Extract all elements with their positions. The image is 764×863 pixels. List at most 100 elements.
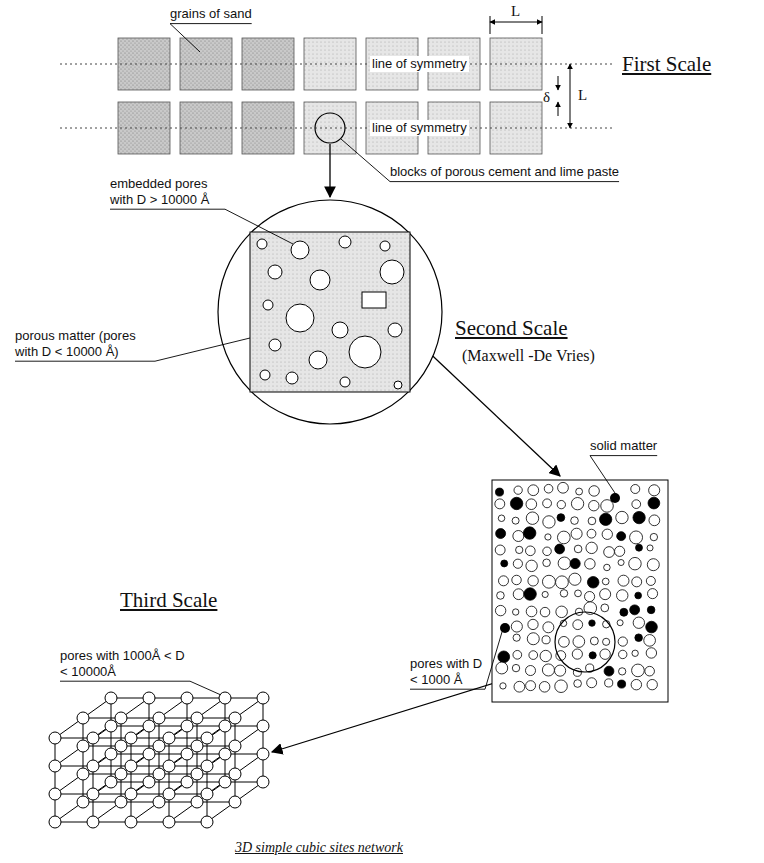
small-pore [512,517,519,524]
small-pore [629,557,641,569]
small-pore [500,683,506,689]
network-site [125,816,137,828]
solid-grain [570,558,580,568]
solid-grain [633,511,645,523]
network-site [105,720,117,732]
small-pore [525,666,535,676]
small-pore [495,545,505,555]
network-site [201,816,213,828]
network-site [125,788,137,800]
small-pore [555,665,566,676]
small-pore [545,534,551,540]
small-pore [496,662,508,674]
embedded-pore [310,270,330,290]
embedded-pore [257,239,267,249]
small-pore [543,499,552,508]
small-pore [573,620,583,630]
embedded-pore [260,370,270,380]
symmetry-line [60,128,612,129]
small-pore [529,651,538,660]
solid-grain [496,529,506,539]
small-pore [646,576,655,585]
small-pore [526,681,536,691]
third-scale-matter [492,480,668,702]
network-site [163,788,175,800]
network-site [201,732,213,744]
small-pore [513,559,522,568]
small-pore [604,547,615,558]
small-pore [586,542,597,553]
small-pore [618,559,624,565]
small-pore [569,573,581,585]
solid-grain [523,527,535,539]
embedded-pore [309,351,327,369]
cubic-network [49,692,269,828]
embedded-pore [394,381,402,389]
model-name: (Maxwell -De Vries) [462,346,595,365]
solid-grain [647,606,655,614]
embedded-pore [388,323,402,337]
second-scale [218,200,442,424]
network-site [77,712,89,724]
part-label: pores with D < 1000 Å [410,656,485,687]
small-pore [556,606,568,618]
small-pore [513,589,524,600]
porous-matter-detail [492,480,668,702]
network-site [229,768,241,780]
small-pore [513,634,520,641]
solid-grain [495,488,503,496]
network-site [115,740,127,752]
network-site [105,776,117,788]
small-pore [645,666,655,676]
small-pore [574,545,582,553]
small-pore [528,485,539,496]
network-site [143,748,155,760]
network-site [219,776,231,788]
solid-grain [498,651,510,663]
leader-line [590,456,657,496]
small-pore [619,668,626,675]
network-site [49,760,61,772]
small-pore [512,664,519,671]
small-pore [631,679,641,689]
small-pore [632,650,638,656]
small-pore [542,664,554,676]
network-site [201,788,213,800]
network-site [125,760,137,772]
solid-grain [587,577,599,589]
network-site [201,760,213,772]
network-site [105,692,117,704]
small-pore [632,577,642,587]
scale-title: First Scale [622,52,711,77]
solid-grain [555,544,565,554]
embedded-pore [380,260,404,284]
small-pore [540,607,550,617]
small-pore [514,486,522,494]
small-pore [575,590,582,597]
network-site [229,740,241,752]
small-pore [495,499,505,509]
small-pore [571,517,579,525]
network-site [143,720,155,732]
symmetry-label: line of symmetry [370,120,469,136]
zoom-rectangle [362,292,386,308]
small-pore [644,635,656,647]
solid-grain [620,608,628,616]
dimension-label: δ [543,88,550,106]
small-pore [618,637,627,646]
small-pore [573,636,585,648]
solid-grain [617,532,626,541]
network-site [229,712,241,724]
small-pore [527,633,539,645]
network-site [219,748,231,760]
network-site [153,768,165,780]
network-site [87,788,99,800]
network-site [105,748,117,760]
small-pore [619,650,627,658]
solid-grain [600,513,612,525]
small-pore [649,485,660,496]
symmetry-label: line of symmetry [370,56,469,72]
network-site [143,692,155,704]
network-site [115,712,127,724]
small-pore [618,575,629,586]
